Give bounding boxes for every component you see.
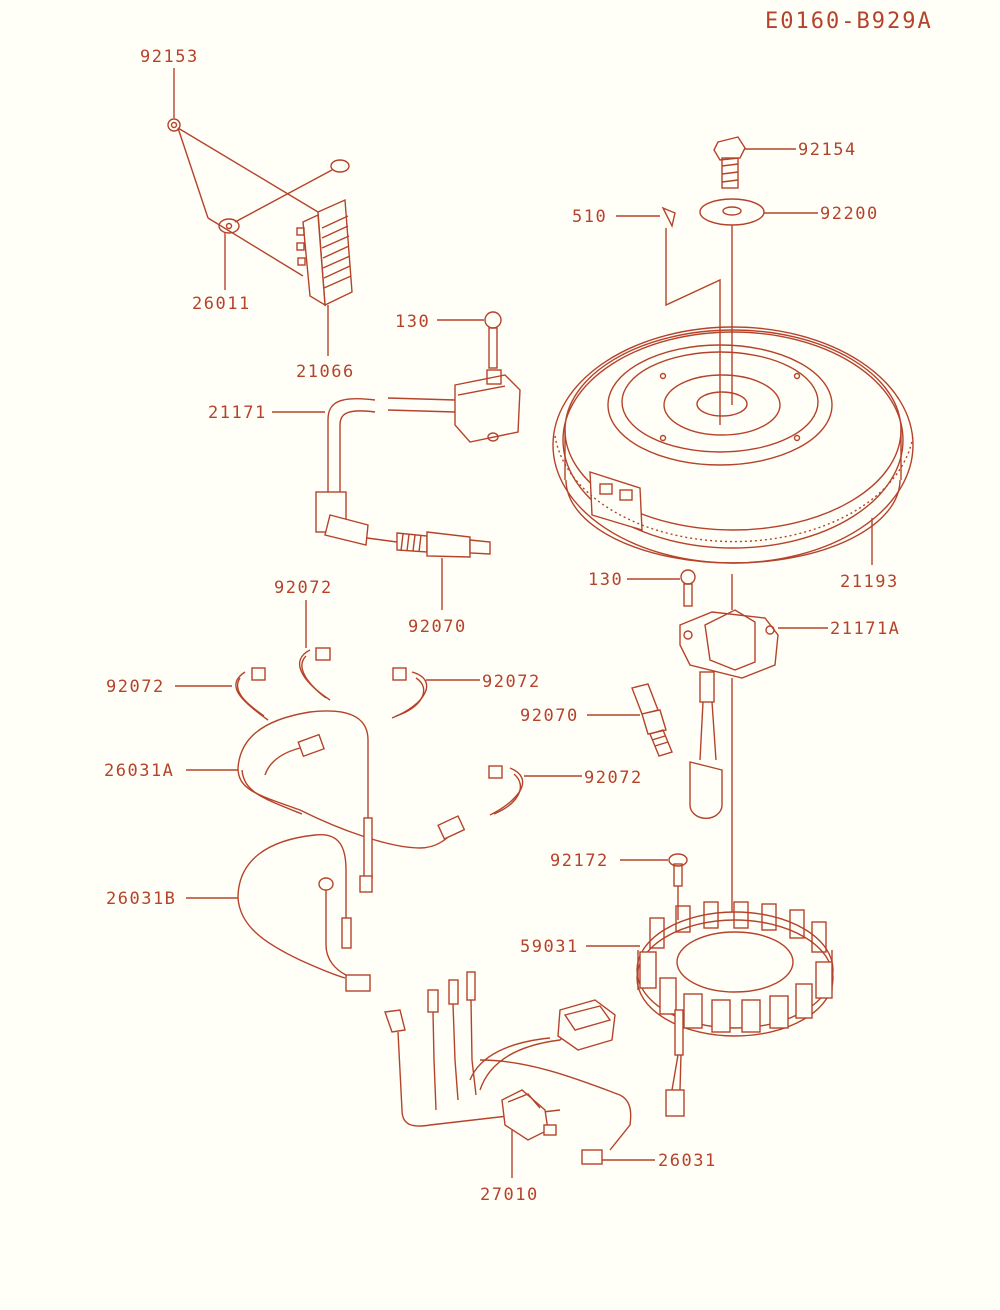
stator-59031-part — [586, 901, 834, 1117]
clamp-92072-left-part — [175, 667, 269, 721]
label-26031A: 26031A — [104, 761, 174, 781]
label-21066: 21066 — [296, 362, 355, 382]
label-92070-lower: 92070 — [520, 706, 579, 726]
label-26031: 26031 — [658, 1151, 717, 1171]
label-21171A: 21171A — [830, 619, 900, 639]
harness-26031B-part — [186, 833, 371, 992]
diagram-code: E0160-B929A — [765, 9, 933, 34]
screw-92172-part — [620, 853, 688, 920]
harness-26031A-part — [186, 710, 466, 893]
label-59031: 59031 — [520, 937, 579, 957]
label-92072-right: 92072 — [482, 672, 541, 692]
clamp-92072-lower-part — [488, 765, 582, 816]
clamp-92072-top-part — [298, 600, 331, 701]
flywheel-21193-part — [552, 326, 914, 564]
label-92070-upper: 92070 — [408, 617, 467, 637]
label-26031B: 26031B — [106, 889, 176, 909]
regulator-21066-part — [296, 198, 353, 307]
clamp-92072-right-part — [391, 667, 480, 719]
label-27010: 27010 — [480, 1185, 539, 1205]
label-92072-top: 92072 — [274, 578, 333, 598]
leader-lines-flywheel — [616, 148, 873, 565]
label-130-upper: 130 — [395, 312, 430, 332]
label-21193: 21193 — [840, 572, 899, 592]
label-92172: 92172 — [550, 851, 609, 871]
leader-lines-regulator — [173, 68, 329, 356]
bolt-130-upper-part — [484, 311, 502, 369]
label-92072-lower: 92072 — [584, 768, 643, 788]
washer-92200-part — [699, 198, 765, 226]
leader-lines-coil — [272, 319, 484, 413]
switch-27010-part — [501, 1089, 557, 1178]
harness-26031-part — [384, 971, 655, 1165]
label-130-lower: 130 — [588, 570, 623, 590]
label-92072-left: 92072 — [106, 677, 165, 697]
ignition-coil-21171-part — [315, 369, 521, 546]
label-92154: 92154 — [798, 140, 857, 160]
label-26011: 26011 — [192, 294, 251, 314]
label-21171: 21171 — [208, 403, 267, 423]
bolt-92153-part — [167, 118, 181, 132]
key-510-part — [661, 206, 676, 229]
spark-plug-92070-lower-part — [587, 683, 673, 757]
label-92200: 92200 — [820, 204, 879, 224]
ground-wire-26011-part — [218, 159, 350, 234]
label-510: 510 — [572, 207, 607, 227]
label-92153: 92153 — [140, 47, 199, 67]
ignition-coil-21171A-part — [679, 609, 779, 820]
bolt-130-lower-part — [680, 569, 696, 607]
bolt-92154-part — [713, 136, 746, 189]
spark-plug-92070-upper-part — [366, 531, 491, 610]
